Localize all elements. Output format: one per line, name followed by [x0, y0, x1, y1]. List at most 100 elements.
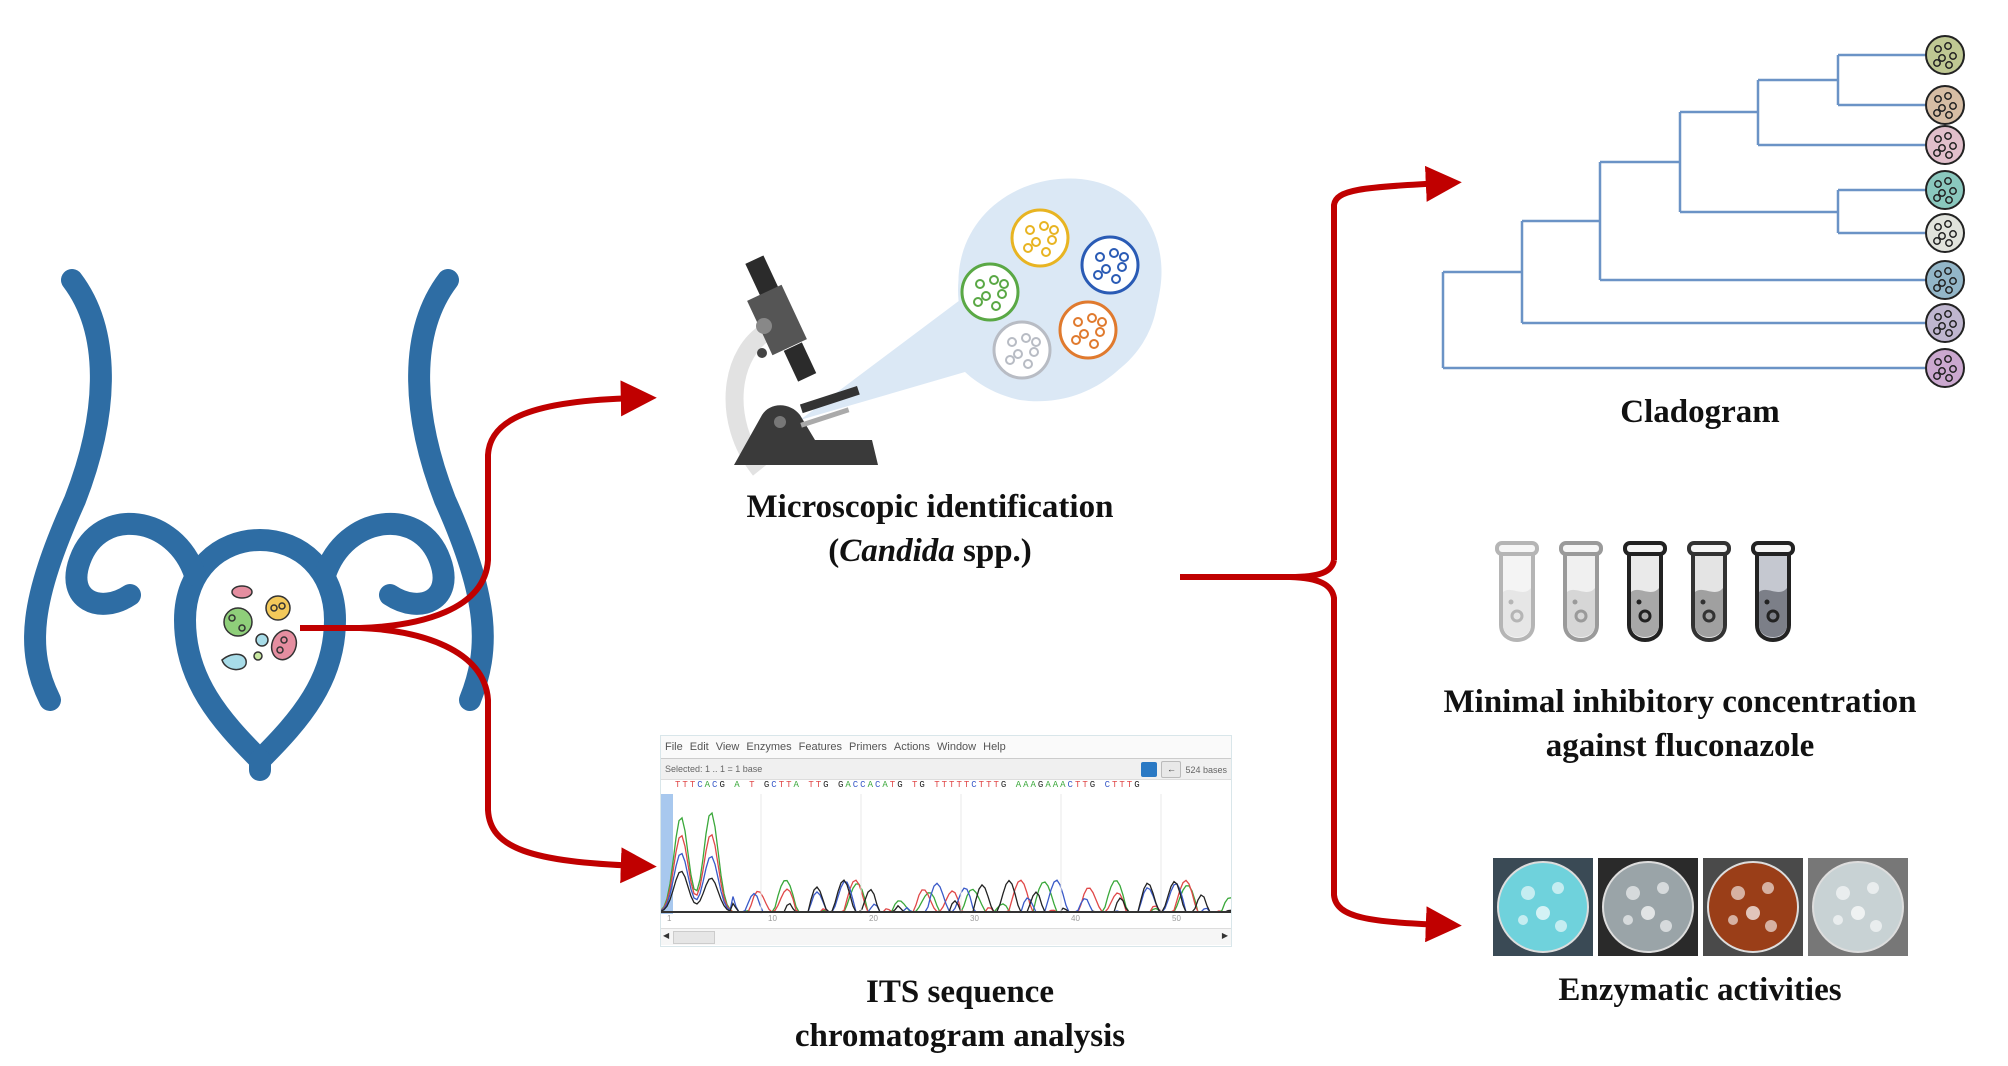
- base-call: T: [1082, 780, 1090, 790]
- sequence-length-label: 524 bases: [1185, 764, 1227, 775]
- test-tube-icon: [1559, 541, 1603, 642]
- base-call: A: [1023, 780, 1031, 790]
- base-call: T: [963, 780, 972, 790]
- base-call: C: [860, 780, 868, 790]
- base-call: T: [1111, 780, 1120, 790]
- cladogram-tip-icon: [1925, 170, 1965, 210]
- cladogram-tip-icon: [1925, 125, 1965, 165]
- axis-tick-label: 20: [869, 914, 878, 923]
- test-tube-icon: [1687, 541, 1731, 642]
- mic-test-tubes: [1495, 541, 1795, 642]
- colony-icon: [992, 320, 1052, 380]
- cladogram-tip-icon: [1925, 213, 1965, 253]
- menu-item-enzymes[interactable]: Enzymes: [746, 741, 792, 753]
- base-call: [742, 780, 749, 790]
- cladogram-tip-icon: [1925, 35, 1965, 75]
- brace-stem: [1180, 559, 1337, 580]
- base-call: G: [1000, 780, 1009, 790]
- body-outline-right: [408, 269, 494, 711]
- axis-tick-label: 40: [1071, 914, 1080, 923]
- test-tube-icon: [1495, 541, 1539, 642]
- base-call: G: [763, 780, 772, 790]
- base-call: T: [1074, 780, 1083, 790]
- base-call: T: [749, 780, 757, 790]
- base-call: T: [889, 780, 898, 790]
- back-arrow-button[interactable]: ←: [1161, 761, 1182, 778]
- mic-caption-line2: against fluconazole: [1545, 728, 1815, 764]
- enzymatic-plate-image: [1493, 858, 1593, 956]
- base-call: T: [675, 780, 683, 790]
- base-call: A: [1030, 780, 1038, 790]
- menu-item-edit[interactable]: Edit: [689, 741, 709, 753]
- axis-tick-label: 50: [1172, 914, 1181, 923]
- base-call: A: [1060, 780, 1068, 790]
- enzymatic-plate-image: [1598, 858, 1698, 956]
- colony-icon: [960, 262, 1020, 322]
- base-call: T: [949, 780, 957, 790]
- test-tube-icon: [1623, 541, 1667, 642]
- base-call: [905, 780, 912, 790]
- base-call: T: [986, 780, 994, 790]
- cladogram-caption: Cladogram: [1620, 394, 1780, 430]
- cladogram-tip-icon: [1925, 260, 1965, 300]
- arrow-to-enzymatic: [1289, 574, 1462, 943]
- base-call: G: [897, 780, 905, 790]
- axis-tick-label: 10: [768, 914, 777, 923]
- menu-item-features[interactable]: Features: [798, 741, 843, 753]
- go-button[interactable]: [1141, 762, 1158, 777]
- left-branch-arrows: [300, 380, 657, 884]
- chromatogram-traces: [661, 794, 1231, 914]
- base-call: C: [712, 780, 720, 790]
- arrow-to-chromatogram: [359, 625, 657, 884]
- scroll-left-icon[interactable]: ◀: [663, 931, 670, 940]
- test-tube-icon: [1751, 541, 1795, 642]
- base-call: T: [956, 780, 964, 790]
- female-reproductive-tract-icon: [24, 269, 494, 781]
- base-call: C: [771, 780, 779, 790]
- base-call: T: [941, 780, 950, 790]
- base-call: C: [1104, 780, 1112, 790]
- base-call: T: [778, 780, 787, 790]
- base-call: C: [971, 780, 979, 790]
- base-call: G: [837, 780, 846, 790]
- base-call: C: [874, 780, 883, 790]
- scroll-right-icon[interactable]: ▶: [1221, 931, 1228, 940]
- menu-item-window[interactable]: Window: [937, 741, 977, 753]
- base-calls: TTTCACG A T GCTTA TTG GACCACATG TG TTTTT…: [661, 780, 1231, 794]
- base-call: C: [697, 780, 705, 790]
- base-call: T: [786, 780, 794, 790]
- base-call: T: [1126, 780, 1135, 790]
- mic-caption-line1: Minimal inhibitory concentration: [1443, 684, 1917, 720]
- menu-item-view[interactable]: View: [715, 741, 740, 753]
- axis-tick-label: 30: [970, 914, 979, 923]
- base-call: A: [793, 780, 801, 790]
- menu-item-actions[interactable]: Actions: [893, 741, 930, 753]
- base-call: G: [1134, 780, 1142, 790]
- uterus-body: [173, 528, 347, 776]
- scrollbar-thumb[interactable]: [673, 931, 715, 944]
- mic-caption: Minimal inhibitory concentration against…: [1380, 680, 1980, 768]
- fallopian-tube-left: [65, 512, 206, 615]
- base-call: T: [808, 780, 816, 790]
- menu-item-help[interactable]: Help: [983, 741, 1006, 753]
- horizontal-scrollbar[interactable]: ◀ ▶: [661, 928, 1231, 945]
- base-call: G: [823, 780, 831, 790]
- menu-item-file[interactable]: File: [665, 741, 683, 753]
- microbes-icon: [221, 585, 298, 671]
- microscopy-caption-line2: (Candida spp.): [828, 533, 1032, 569]
- chromatogram-window: File Edit View Enzymes Features Primers Action…: [660, 735, 1232, 947]
- colony-icon: [1080, 235, 1140, 295]
- trace-line: [661, 852, 1231, 913]
- base-call: [756, 780, 763, 790]
- chromatogram-caption-line1: ITS sequence: [866, 974, 1054, 1010]
- base-call: [1097, 780, 1104, 790]
- cladogram-tip-icon: [1925, 348, 1965, 388]
- base-call: [1008, 780, 1015, 790]
- microscopy-caption-line1: Microscopic identification: [746, 489, 1114, 525]
- menu-item-primers[interactable]: Primers: [849, 741, 887, 753]
- enzymatic-plate-image: [1703, 858, 1803, 956]
- trace-line: [661, 811, 1231, 913]
- trace-line: [661, 833, 1231, 913]
- base-call: A: [1045, 780, 1053, 790]
